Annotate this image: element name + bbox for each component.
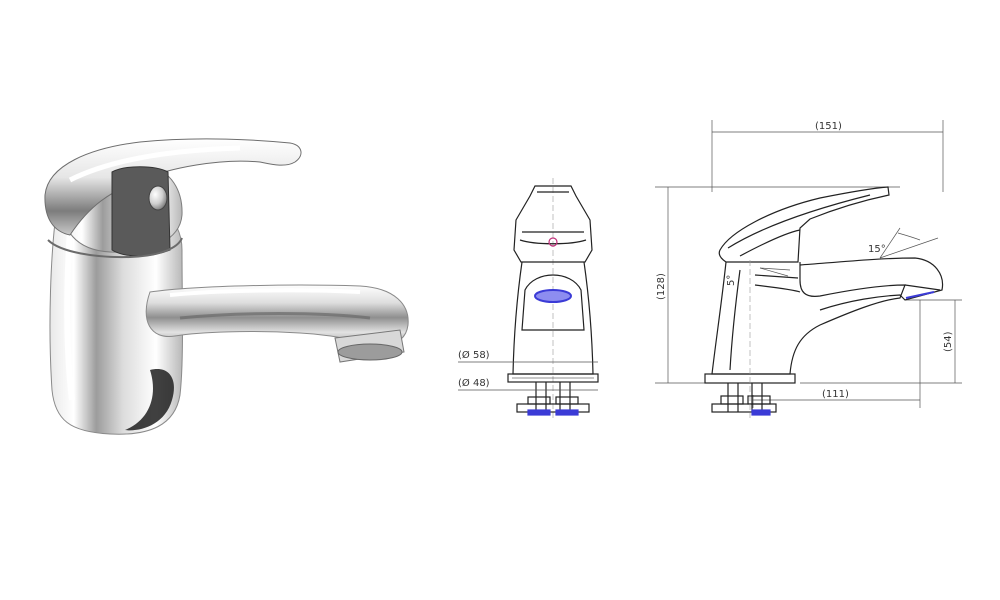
front-aerator — [534, 289, 572, 303]
front-mounting-studs — [516, 382, 590, 416]
dim-reach-label: (111) — [822, 389, 849, 400]
side-lever-outline — [718, 186, 890, 263]
front-handle-outline — [513, 185, 593, 263]
faucet-photo — [44, 138, 409, 435]
handle-angle-label: 5° — [726, 275, 737, 286]
side-spout-outline — [799, 257, 944, 311]
side-mounting-studs — [711, 383, 777, 416]
dim-height-label: (128) — [656, 273, 667, 300]
front-cartridge-indicator — [548, 237, 558, 247]
body-reflection — [125, 369, 174, 431]
dim-length-label: (151) — [815, 121, 842, 132]
side-body-outline — [711, 261, 906, 375]
front-diameter-58: (Ø 58) — [458, 349, 490, 361]
handle-collar — [111, 166, 171, 257]
front-diameter-48: (Ø 48) — [458, 377, 490, 389]
front-base-plate — [507, 373, 599, 383]
front-view-drawing — [458, 178, 599, 418]
dim-spout-height-label: (54) — [943, 331, 954, 352]
side-view-drawing — [655, 120, 962, 418]
spout-angle-label: 15° — [868, 244, 886, 255]
